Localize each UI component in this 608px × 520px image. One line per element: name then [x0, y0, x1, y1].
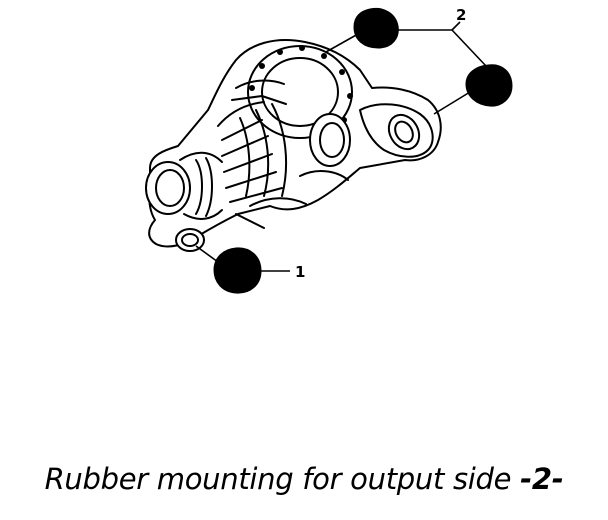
input-neck [179, 151, 223, 220]
input-flange-inner [155, 169, 185, 207]
callout-1-label: 1 [295, 263, 305, 281]
mount-eye-right-inner [394, 120, 414, 144]
mount-eye-bottom-inner [181, 233, 199, 247]
leader-right-to-arm [433, 91, 471, 115]
caption-part-reference: -2- [520, 462, 564, 496]
input-neck-rings [195, 157, 213, 217]
rubber-mounting-bottom [213, 247, 262, 294]
rubber-mounting-top [353, 7, 399, 49]
figure-caption: Rubber mounting for output side -2- [0, 462, 608, 496]
housing-ribs [221, 103, 288, 203]
cover-ring-inner [261, 57, 339, 127]
caption-text: Rubber mounting for output side [44, 462, 521, 496]
rubber-mountings [213, 7, 513, 294]
housing-lower-details [235, 170, 349, 229]
output-opening-inner [319, 122, 345, 158]
housing-outline [148, 39, 442, 248]
leader-callout-2-bracket [396, 29, 487, 67]
leader-callout-2-stem [451, 21, 461, 31]
mount-eye-bottom [175, 228, 205, 252]
leader-top-to-housing [325, 33, 359, 53]
leader-bottom-to-eye [195, 245, 219, 263]
callout-2-label: 2 [456, 6, 466, 24]
differential-housing [145, 39, 442, 252]
leader-lines [195, 21, 487, 272]
rubber-mounting-right [465, 64, 513, 107]
